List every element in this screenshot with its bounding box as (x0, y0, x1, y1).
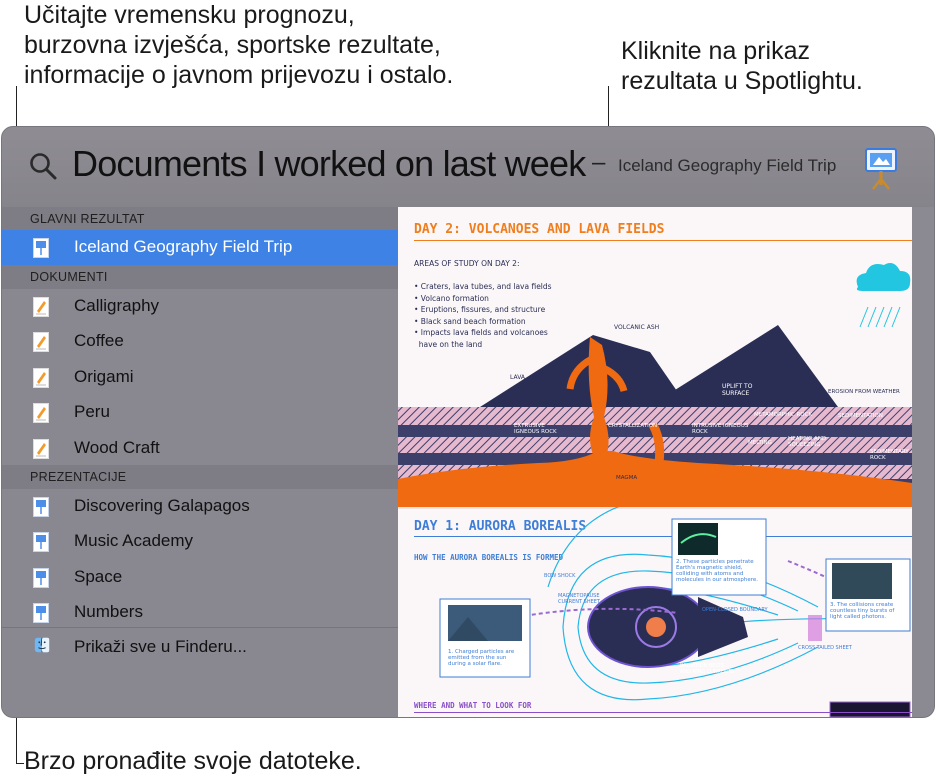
pages-doc-icon (33, 297, 49, 317)
how-title: HOW THE AURORA BOREALIS IS FORMED (414, 553, 564, 562)
callout-top-right: Kliknite na prikaz rezultata u Spotlight… (621, 36, 863, 96)
result-item-space[interactable]: Space (2, 560, 398, 595)
label-crystallization: CRYSTALLIZATION (608, 423, 658, 429)
pages-doc-icon (33, 332, 49, 352)
result-label: Peru (74, 402, 110, 421)
title-underline (414, 536, 912, 537)
result-item-numbers[interactable]: Numbers (2, 595, 398, 630)
spotlight-window: Documents I worked on last week – Icelan… (1, 126, 935, 718)
result-item-discovering-galapagos[interactable]: Discovering Galapagos (2, 489, 398, 524)
bullet: • Impacts lava fields and volcanoes (414, 328, 548, 338)
bullet: • Black sand beach formation (414, 316, 526, 326)
label-melting: MELTING (748, 440, 772, 446)
result-item-origami[interactable]: Origami (2, 360, 398, 395)
page-break (398, 507, 912, 509)
result-label: Numbers (74, 602, 143, 621)
label-sedimentation: SEDIMENTATION (838, 413, 883, 419)
result-label: Coffee (74, 331, 124, 350)
section-header-documents: DOKUMENTI (2, 265, 398, 289)
areas-title: AREAS OF STUDY ON DAY 2: (414, 259, 520, 268)
result-item-calligraphy[interactable]: Calligraphy (2, 289, 398, 324)
result-label: Prikaži sve u Finderu... (74, 637, 247, 656)
result-label: Origami (74, 367, 134, 386)
volcano-diagram (398, 263, 912, 507)
finder-icon (34, 637, 50, 653)
callout-line: burzovna izvješća, sportske rezultate, (24, 31, 441, 59)
label-volcanic-ash: VOLCANIC ASH (614, 324, 660, 331)
callout-line: Kliknite na prikaz (621, 37, 810, 65)
label-erosion: EROSION FROM WEATHER (828, 389, 900, 395)
preview-day2-title: DAY 2: VOLCANOES AND LAVA FIELDS (414, 222, 665, 237)
window-edge (912, 207, 934, 717)
pages-doc-icon (33, 439, 49, 459)
title-underline (414, 712, 912, 713)
label-open-closed: OPEN-CLOSED BOUNDARY (702, 607, 768, 613)
search-query[interactable]: Documents I worked on last week (72, 143, 586, 184)
pages-doc-icon (33, 403, 49, 423)
label-heating: HEATING AND SQUEEZING (788, 436, 827, 448)
completion-hint: Iceland Geography Field Trip (618, 156, 837, 175)
result-item-top-hit[interactable]: Iceland Geography Field Trip (2, 230, 398, 265)
search-icon (30, 153, 57, 180)
pages-doc-icon (33, 368, 49, 388)
bullet-list: • Craters, lava tubes, and lava fields •… (414, 281, 552, 351)
title-underline (414, 240, 912, 241)
keynote-doc-icon (33, 532, 49, 552)
result-label: Discovering Galapagos (74, 496, 250, 515)
query-separator: – (592, 149, 606, 176)
label-radiation-belts: RADIATION BELTS AND RING CURRENTS (680, 663, 734, 675)
label-intrusive: INTRUSIVE IGNEOUS ROCK (692, 423, 749, 435)
section-header-presentations: PREZENTACIJE (2, 465, 398, 489)
keynote-doc-icon (33, 568, 49, 588)
result-label: Music Academy (74, 531, 194, 550)
bullet: • Eruptions, fissures, and structure (414, 305, 546, 315)
aurora-step3: 3. The collisions create countless tiny … (830, 602, 895, 620)
callout-top-left: Učitajte vremensku prognozu, burzovna iz… (24, 0, 453, 90)
section-header-top-hit: GLAVNI REZULTAT (2, 207, 398, 231)
aurora-step1: 1. Charged particles are emitted from th… (448, 649, 515, 667)
label-uplift: UPLIFT TO SURFACE (722, 383, 753, 397)
label-magma: MAGMA (616, 475, 638, 481)
label-bow-shock: BOW SHOCK (544, 573, 576, 579)
keynote-doc-icon (33, 238, 49, 258)
leader-tick (16, 763, 24, 764)
callout-line: informacije o javnom prijevozu i ostalo. (24, 61, 454, 89)
result-label: Iceland Geography Field Trip (74, 237, 293, 256)
label-sedimentary: SEDIMENTARY ROCK (870, 449, 909, 461)
result-item-wood-craft[interactable]: Wood Craft (2, 431, 398, 466)
where-title: WHERE AND WHAT TO LOOK FOR (414, 701, 532, 710)
bullet: have on the land (414, 339, 483, 349)
result-label: Wood Craft (74, 438, 160, 457)
aurora-diagram (439, 507, 911, 717)
label-metamorphic: METAMORPHIC ROCK (754, 412, 813, 418)
keynote-app-icon (865, 148, 897, 190)
aurora-step2: 2. These particles penetrate Earth's mag… (676, 559, 759, 583)
result-item-music-academy[interactable]: Music Academy (2, 524, 398, 559)
label-extrusive: EXTRUSIVE IGNEOUS ROCK (514, 423, 557, 435)
keynote-doc-icon (33, 497, 49, 517)
search-bar[interactable]: Documents I worked on last week – Icelan… (2, 127, 934, 207)
keynote-doc-icon (33, 603, 49, 623)
result-preview[interactable]: DAY 2: VOLCANOES AND LAVA FIELDS AREAS O… (398, 207, 912, 717)
bullet: • Craters, lava tubes, and lava fields (414, 282, 552, 291)
results-sidebar: GLAVNI REZULTAT Iceland Geography Field … (2, 207, 398, 717)
label-magnetopause: MAGNETOPAUSE CURRENT SHEET (558, 593, 600, 605)
result-label: Calligraphy (74, 296, 160, 315)
callout-line: Učitajte vremensku prognozu, (24, 1, 355, 29)
bullet: • Volcano formation (414, 293, 489, 303)
callout-bottom: Brzo pronađite svoje datoteke. (24, 747, 362, 775)
label-cross-tailed: CROSS-TAILED SHEET (798, 645, 852, 651)
preview-day1-title: DAY 1: AURORA BOREALIS (414, 519, 587, 534)
show-all-in-finder[interactable]: Prikaži sve u Finderu... (2, 630, 398, 665)
callout-line: rezultata u Spotlightu. (621, 67, 863, 95)
label-lava: LAVA (510, 374, 526, 381)
result-item-peru[interactable]: Peru (2, 395, 398, 430)
result-item-coffee[interactable]: Coffee (2, 324, 398, 359)
result-label: Space (74, 567, 123, 586)
divider (2, 627, 398, 628)
